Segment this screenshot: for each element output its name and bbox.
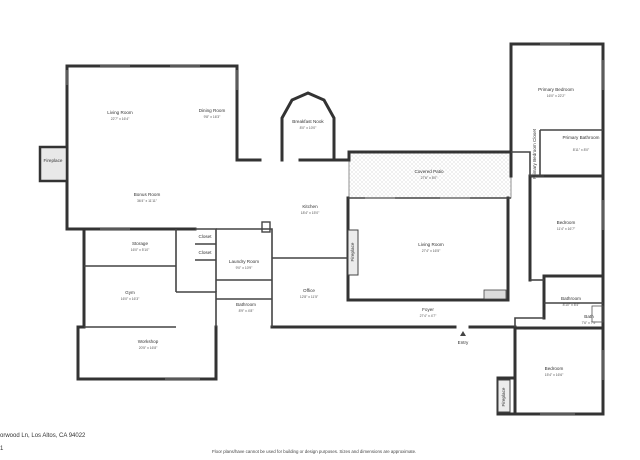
room-labels: Living Room 22'7" x 16'4" Dining Room 9'…	[44, 87, 600, 406]
workshop-label: Workshop	[138, 339, 159, 344]
sheet-number: 1	[0, 446, 4, 452]
bathroom-east-dim: 8'10" x 8'4"	[563, 303, 581, 307]
living-room-fixture	[483, 289, 507, 300]
closet-b-label: Closet	[198, 250, 212, 255]
fireplace-center-hearth	[347, 229, 359, 276]
foyer-label: Foyer	[422, 307, 434, 312]
property-address: orwood Ln, Los Altos, CA 94022	[0, 433, 86, 439]
bathroom-east-label: Bathroom	[561, 296, 581, 301]
kitchen-fixture	[261, 221, 271, 233]
bonus-room-label: Bonus Room	[134, 192, 161, 197]
covered-patio-floor	[348, 151, 512, 199]
bedroom-east-dim: 11'4" x 16'7"	[557, 227, 576, 231]
primary-bedroom-dim: 16'0" x 22'2"	[547, 94, 566, 98]
entry-label: Entry	[458, 340, 469, 345]
exterior-walls	[38, 42, 605, 416]
bedroom-east-label: Bedroom	[557, 220, 576, 225]
bathroom-center-label: Bathroom	[236, 302, 256, 307]
fireplace-west-label: Fireplace	[44, 158, 63, 163]
bath-label: Bath	[584, 314, 594, 319]
primary-bathroom-label: Primary Bathroom	[562, 135, 599, 140]
bonus-room-dim: 36'4" x 11'11"	[137, 199, 158, 203]
kitchen-label: Kitchen	[302, 204, 318, 209]
bedroom-southeast-label: Bedroom	[545, 366, 564, 371]
gym-label: Gym	[125, 290, 135, 295]
primary-bathroom-dim: 8'11" x 8'0"	[573, 148, 590, 152]
fireplace-center-label: Fireplace	[350, 242, 355, 261]
workshop-dim: 20'5" x 16'8"	[139, 346, 158, 350]
windows	[66, 43, 604, 415]
disclaimer-note: Floor plans/have cannot be used for buil…	[212, 449, 417, 454]
bedroom-southeast-dim: 15'4" x 16'6"	[545, 373, 564, 377]
laundry-room-dim: 9'0" x 10'9"	[236, 266, 254, 270]
closet-a-label: Closet	[198, 234, 212, 239]
primary-bedroom-label: Primary Bedroom	[538, 87, 574, 92]
fireplace-east-label: Fireplace	[501, 387, 506, 406]
bathroom-center-dim: 8'9" x 4'8"	[239, 309, 255, 313]
primary-closet-label: Primary Bedroom Closet	[532, 128, 537, 179]
interior-walls	[84, 129, 603, 328]
storage-dim: 16'0" x 5'10"	[131, 248, 150, 252]
kitchen-dim: 18'4" x 15'0"	[301, 211, 320, 215]
covered-patio-dim: 27'6" x 8'0"	[421, 176, 439, 180]
dining-room-dim: 9'8" x 16'3"	[204, 115, 222, 119]
covered-patio-label: Covered Patio	[414, 169, 444, 174]
breakfast-nook-label: Breakfast Nook	[292, 119, 324, 124]
gym-dim: 16'0" x 16'3"	[121, 297, 140, 301]
foyer-dim: 27'4" x 4'7"	[420, 314, 438, 318]
storage-label: Storage	[132, 241, 149, 246]
bath-fixture	[591, 305, 604, 323]
dining-room-label: Dining Room	[199, 108, 226, 113]
office-label: Office	[303, 288, 315, 293]
laundry-room-label: Laundry Room	[229, 259, 259, 264]
fireplace-east-hearth	[497, 379, 511, 413]
living-room-west-label: Living Room	[107, 110, 133, 115]
living-room-west-dim: 22'7" x 16'4"	[111, 117, 130, 121]
entry-arrow-icon	[460, 331, 466, 336]
office-dim: 12'8" x 11'5"	[300, 295, 319, 299]
bath-dim: 7'6" x 7'5"	[582, 321, 598, 325]
breakfast-nook-dim: 8'0" x 10'0"	[300, 126, 318, 130]
living-room-center-dim: 27'4" x 16'5"	[422, 249, 441, 253]
living-room-center-label: Living Room	[418, 242, 444, 247]
